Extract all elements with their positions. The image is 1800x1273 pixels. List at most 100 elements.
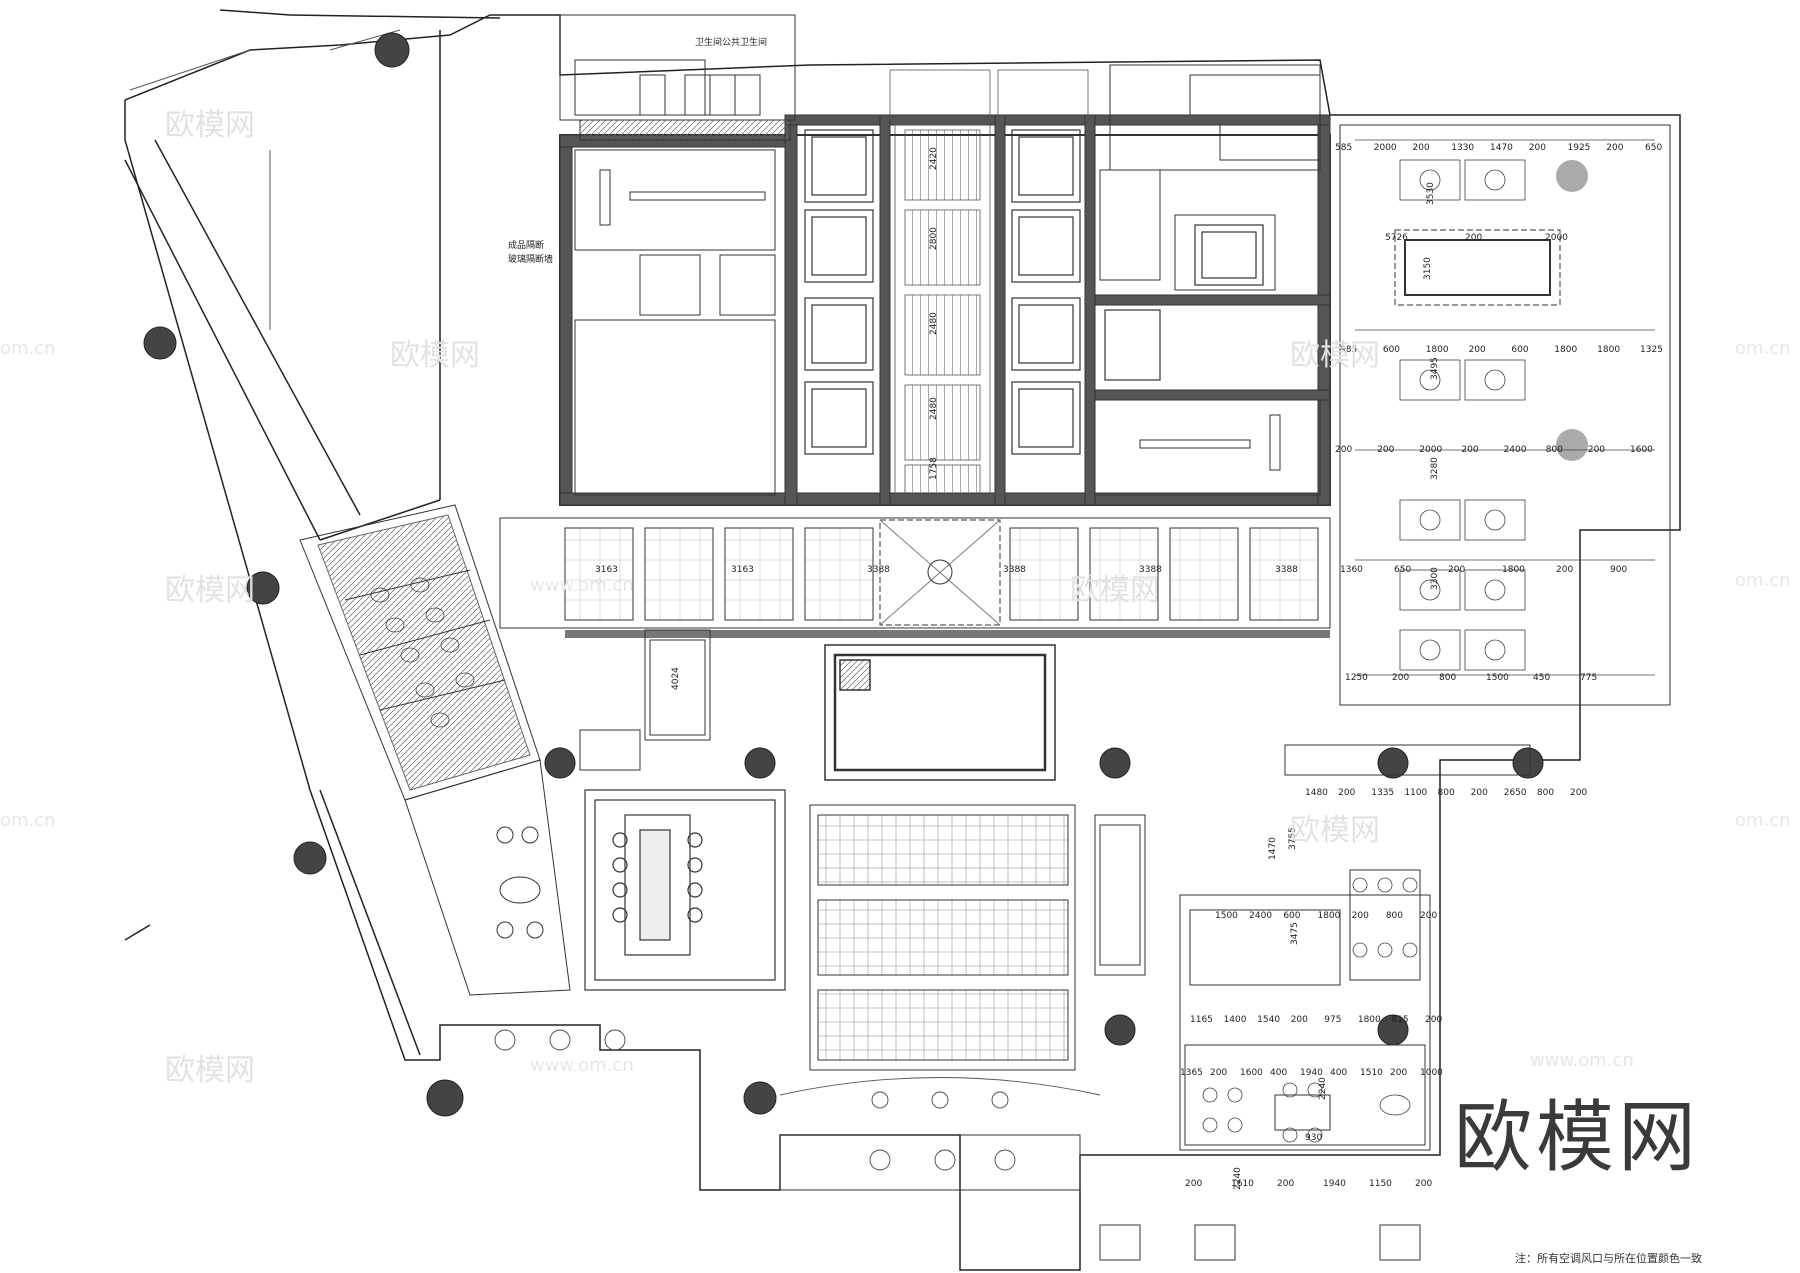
- dimension-label: 3475: [1290, 922, 1300, 945]
- footer-note: 注：所有空调风口与所在位置颜色一致: [1515, 1252, 1702, 1265]
- dimension-label: 1500: [1215, 911, 1238, 921]
- watermark-domain: om.cn: [0, 338, 56, 359]
- dimension-label: 200: [1338, 788, 1355, 798]
- dimension-label: 1165: [1190, 1015, 1213, 1025]
- dimension-label: 3530: [1426, 182, 1436, 205]
- dimension-label: 2000: [1374, 143, 1397, 153]
- dimension-label: 1800: [1502, 565, 1525, 575]
- watermark-brand: 欧模网: [165, 1053, 255, 1088]
- small-rooms: [579, 629, 1146, 976]
- dimension-label: 3300: [1430, 567, 1440, 590]
- dimension-label: 600: [1511, 345, 1528, 355]
- dimension-label: 600: [1283, 911, 1300, 921]
- grid-ceiling-area: [809, 804, 1076, 1071]
- dimension-label: 200: [1471, 788, 1488, 798]
- dimension-label: 800: [1537, 788, 1554, 798]
- dimension-label: 200: [1277, 1179, 1294, 1189]
- dimension-label: 1500: [1486, 673, 1509, 683]
- columns-light: [1556, 160, 1588, 461]
- dimension-label: 800: [1386, 911, 1403, 921]
- watermark-domain: om.cn: [0, 810, 56, 831]
- watermark-domain: om.cn: [1735, 810, 1791, 831]
- dimension-label: 200: [1570, 788, 1587, 798]
- dimension-label: 3280: [1430, 457, 1440, 480]
- watermark-domain: www.om.cn: [1530, 1050, 1634, 1071]
- dimension-label: 2240: [1318, 1077, 1328, 1100]
- dimension-label: 200: [1352, 911, 1369, 921]
- lower-right-chairs: [1202, 877, 1418, 1143]
- dimension-label: 600: [1383, 345, 1400, 355]
- dimension-label: 4024: [671, 667, 681, 690]
- watermark-domain: www.om.cn: [530, 1055, 634, 1076]
- dimension-label: 400: [1270, 1068, 1287, 1078]
- watermark-brand: 欧模网: [1290, 813, 1380, 848]
- watermark-domain: om.cn: [1735, 570, 1791, 591]
- dimension-label: 1330: [1451, 143, 1474, 153]
- dimension-label: 650: [1645, 143, 1662, 153]
- dimension-label: 200: [1377, 445, 1394, 455]
- dimension-label: 1470: [1268, 837, 1278, 860]
- dimension-label: 1600: [1240, 1068, 1263, 1078]
- site-lines: [129, 29, 401, 330]
- dimension-label: 1400: [1224, 1015, 1247, 1025]
- dimension-label: 200: [1210, 1068, 1227, 1078]
- watermark-brand: 欧模网: [1070, 573, 1160, 608]
- dimension-label: 400: [1330, 1068, 1347, 1078]
- terrace-tables: [494, 1029, 1101, 1171]
- dimension-label: 2400: [1249, 911, 1272, 921]
- dimension-label: 2000: [1419, 445, 1442, 455]
- dimension-label: 200: [1606, 143, 1623, 153]
- dimension-label: 3755: [1288, 827, 1298, 850]
- office-area: [1339, 124, 1671, 706]
- watermark-brand-large: 欧模网: [1453, 1093, 1700, 1183]
- angled-conference: [299, 504, 571, 996]
- dimension-label: 3388: [1003, 565, 1026, 575]
- dimension-label: 975: [1324, 1015, 1341, 1025]
- columns: [143, 32, 1544, 1117]
- dimension-label: 3150: [1423, 257, 1433, 280]
- corridor: [499, 517, 1331, 638]
- watermark-domain: www.om.cn: [530, 575, 634, 596]
- dimension-label: 800: [1546, 445, 1563, 455]
- dimension-label: 200: [1469, 345, 1486, 355]
- dimension-label: 1940: [1300, 1068, 1323, 1078]
- dimension-label: 3388: [1275, 565, 1298, 575]
- dimension-label: 2480: [929, 312, 939, 335]
- dimension-label: 1360: [1340, 565, 1363, 575]
- dimension-label: 1480: [1305, 788, 1328, 798]
- dimension-label: 200: [1335, 445, 1352, 455]
- lower-right-area: [1179, 744, 1531, 1151]
- dimension-label: 800: [1439, 673, 1456, 683]
- elevator-lobby: [889, 69, 1089, 501]
- core-right-room: [1094, 169, 1321, 496]
- dimension-label: 1250: [1345, 673, 1368, 683]
- dimension-label: 1800: [1554, 345, 1577, 355]
- dimension-label: 1335: [1371, 788, 1394, 798]
- dimension-label: 2000: [1545, 233, 1568, 243]
- dimension-label: 900: [1610, 565, 1627, 575]
- dimension-label: 200: [1415, 1179, 1432, 1189]
- dimension-label: 1800: [1318, 911, 1341, 921]
- watermark-brand: 欧模网: [1290, 338, 1380, 373]
- toilets: [559, 14, 1321, 171]
- dimension-label: 3388: [1139, 565, 1162, 575]
- dimension-label: 2240: [1233, 1167, 1243, 1190]
- dimension-label: 2800: [929, 227, 939, 250]
- dimension-label: 985: [1340, 345, 1357, 355]
- dimension-label: 200: [1390, 1068, 1407, 1078]
- room-label: 卫生间公共卫生间: [695, 38, 768, 48]
- dimension-label: 200: [1465, 233, 1482, 243]
- dimension-label: 2400: [1504, 445, 1527, 455]
- dimension-label: 815: [1391, 1015, 1408, 1025]
- dimension-label: 200: [1529, 143, 1546, 153]
- dimension-label: 450: [1533, 673, 1550, 683]
- dimension-label: 1540: [1257, 1015, 1280, 1025]
- side-note: 成品隔断: [508, 241, 545, 251]
- watermark-brand: 欧模网: [165, 108, 255, 143]
- dimension-label: 800: [1438, 788, 1455, 798]
- dimension-label: 1758: [929, 457, 939, 480]
- dimension-label: 1800: [1358, 1015, 1381, 1025]
- dimension-label: 1325: [1640, 345, 1663, 355]
